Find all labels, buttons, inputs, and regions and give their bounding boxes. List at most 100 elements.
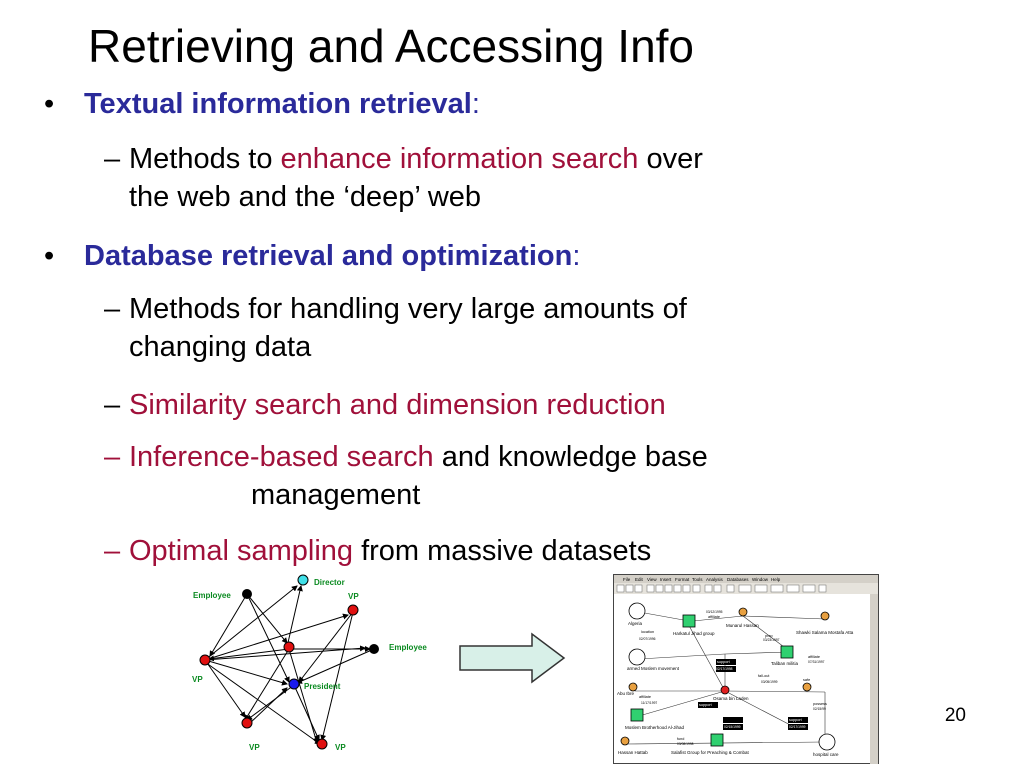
vp-node: [199, 654, 211, 666]
dash-marker: –: [104, 441, 121, 473]
link-nodes: [620, 602, 836, 751]
person-icon: [802, 682, 812, 692]
edge-label: support: [717, 660, 731, 664]
sub-highlight: Optimal sampling: [129, 535, 354, 567]
menu-window[interactable]: Window: [752, 577, 769, 582]
transform-arrow: [459, 632, 566, 684]
node-label: Harkatul Jihad group: [673, 631, 715, 636]
date-label: 02/17/1998: [716, 667, 733, 671]
vp-node: [283, 641, 295, 653]
menu-format[interactable]: Format: [675, 577, 690, 582]
node-label: Munarul Hassan: [726, 623, 759, 628]
date-label: 11/17/1997: [641, 701, 657, 705]
menu-file[interactable]: File: [623, 577, 631, 582]
edge-label: affiliate: [708, 615, 720, 619]
date-label: 03/12/1995: [706, 610, 723, 614]
edge-label: possess: [813, 702, 827, 706]
edge-label: support: [699, 703, 713, 707]
bullet-heading: Database retrieval and optimization: [84, 240, 573, 272]
edge-label: safe: [803, 678, 810, 682]
person-icon: [820, 611, 830, 621]
algeria-node: [628, 602, 646, 620]
dash-marker: –: [104, 535, 121, 567]
sub-text-line2: changing data: [129, 331, 312, 363]
sub-highlight: enhance information search: [280, 143, 639, 175]
menu-bar: [614, 575, 878, 583]
employee-label: Employee: [389, 643, 427, 652]
window-frame: [613, 574, 879, 764]
sub-text: and knowledge base: [433, 441, 708, 473]
date-label: 02/17/1999: [789, 725, 806, 729]
page-number: 20: [944, 705, 966, 726]
node-label: Shawki Salama Mostafa Atta: [796, 630, 854, 635]
edge-label: support: [789, 718, 803, 722]
sub-text: from massive datasets: [353, 535, 652, 567]
sub-bullet: – Methods for handling very large amount…: [104, 290, 687, 366]
bullet-dot: •: [44, 88, 55, 120]
employee-node: [369, 644, 379, 654]
vp-label: VP: [335, 743, 346, 752]
menu-databases[interactable]: Databases: [727, 577, 749, 582]
date-label: 03/08/1998: [677, 742, 694, 746]
edge-label: fund: [677, 737, 684, 741]
graph-nodes: [199, 574, 379, 750]
menu-view[interactable]: View: [647, 577, 657, 582]
dash-marker: –: [104, 293, 121, 325]
edge-label: affiliate: [808, 655, 820, 659]
menu-analysis[interactable]: Analysis: [706, 577, 724, 582]
menu-tools[interactable]: Tools: [692, 577, 703, 582]
bullet-colon: :: [471, 88, 480, 120]
sub-text: Methods to: [129, 143, 281, 175]
link-edges: [624, 611, 826, 745]
vp-label: VP: [348, 592, 359, 601]
bullet-heading: Textual information retrieval: [84, 88, 472, 120]
scrollbar[interactable]: [870, 594, 878, 764]
node-label: Moslem Brotherhood Al-Jihad: [625, 725, 685, 730]
sub-text: Methods for handling very large amounts …: [129, 293, 687, 325]
taliban-node: [780, 645, 794, 659]
date-boxes: [698, 659, 808, 730]
menu-edit[interactable]: Edit: [635, 577, 644, 582]
person-icon: [628, 682, 638, 692]
employee-label: Employee: [193, 591, 231, 600]
director-label: Director: [314, 578, 345, 587]
director-node: [297, 574, 309, 586]
vp-label: VP: [192, 675, 203, 684]
menu-items: File Edit View Insert Format Tools Analy…: [623, 577, 781, 582]
sub-bullet: – Methods to enhance information search …: [104, 140, 703, 216]
date-label: 03/05/1999: [761, 680, 778, 684]
edge-label: location: [641, 630, 654, 634]
vp-node: [241, 717, 253, 729]
link-analysis-screenshot: File Edit View Insert Format Tools Analy…: [613, 574, 879, 764]
bullet-colon: :: [572, 240, 581, 272]
menu-help[interactable]: Help: [771, 577, 781, 582]
edge-label: affiliate: [639, 695, 651, 699]
node-label: Salafist Group for Preaching & Combat: [671, 750, 750, 755]
sub-bullet: – Inference-based search and knowledge b…: [104, 438, 708, 514]
person-icon: [738, 607, 748, 617]
dash-marker: –: [104, 389, 121, 421]
president-label: President: [304, 682, 341, 691]
employee-node: [242, 589, 252, 599]
sub-highlight: Similarity search and dimension reductio…: [129, 389, 666, 421]
menu-insert[interactable]: Insert: [660, 577, 672, 582]
node-label: Algeria: [628, 621, 643, 626]
dash-marker: –: [104, 143, 121, 175]
sub-text-line2: management: [251, 479, 421, 511]
bullet-dot: •: [44, 240, 55, 272]
node-label: armed Moslem movement: [627, 666, 680, 671]
sub-text-line2: the web and the ‘deep’ web: [129, 181, 482, 213]
node-label: Hassan Hattab: [618, 750, 648, 755]
bullet-textual-retrieval: • Textual information retrieval:: [44, 86, 480, 122]
date-label: 02/15/99: [813, 707, 826, 711]
vp-node: [347, 604, 359, 616]
person-icon: [620, 736, 630, 746]
sub-highlight: Inference-based search: [129, 441, 434, 473]
president-node: [288, 678, 300, 690]
node-label: hospital care: [813, 752, 839, 757]
slide-title: Retrieving and Accessing Info: [88, 20, 695, 72]
vp-label: VP: [249, 743, 260, 752]
toolbar-buttons[interactable]: [616, 584, 827, 593]
osama-icon: [720, 685, 730, 695]
date-label: 02/15/1999: [724, 725, 741, 729]
